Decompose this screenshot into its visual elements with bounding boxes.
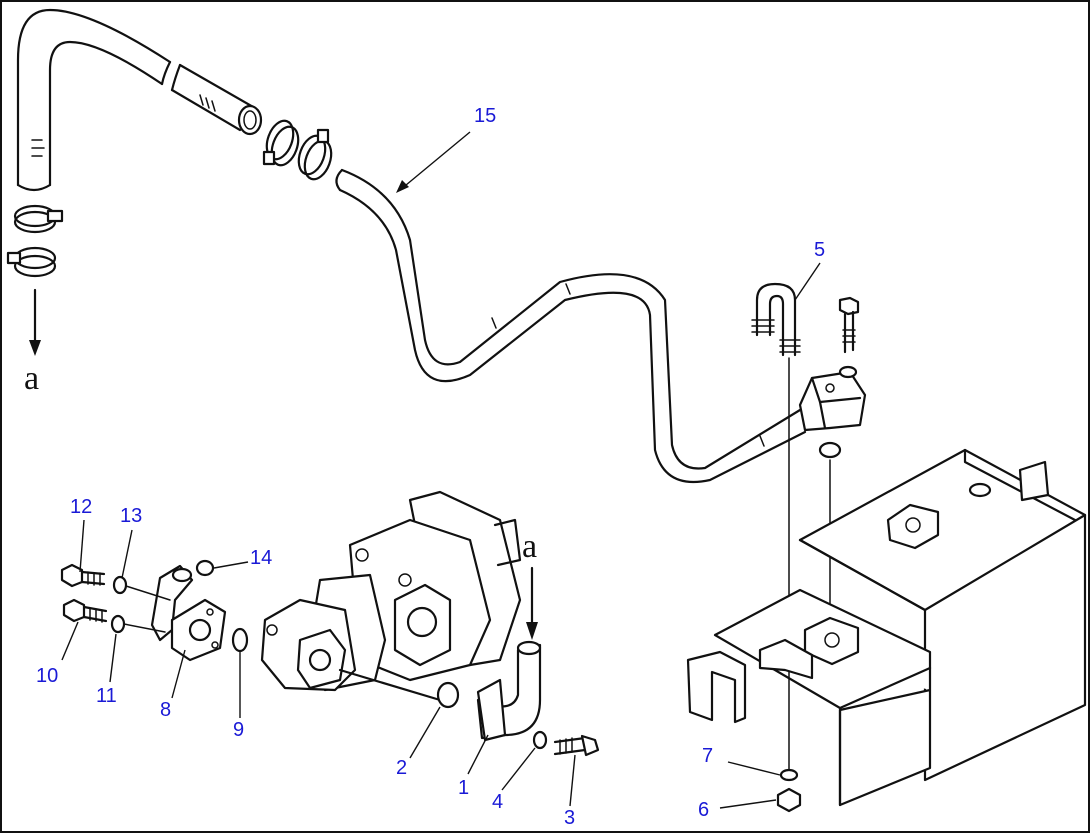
o-ring-14 — [195, 559, 215, 577]
callout-14: 14 — [250, 547, 273, 569]
outlet-flange — [798, 370, 867, 432]
washer-11 — [110, 614, 126, 634]
callout-12: 12 — [70, 496, 93, 518]
flange-o-ring — [818, 441, 842, 459]
hydraulic-pump — [260, 490, 522, 702]
flange-bolt — [838, 296, 860, 379]
washer-7 — [779, 768, 799, 782]
callout-5: 5 — [814, 239, 826, 261]
washer-13 — [112, 575, 128, 595]
leader-lines — [61, 131, 821, 809]
hydraulic-tank — [686, 448, 1087, 807]
o-ring-2 — [436, 681, 460, 709]
callout-13: 13 — [120, 505, 143, 527]
elbow-pipe-1 — [476, 640, 542, 742]
callout-9: 9 — [233, 719, 245, 741]
ref-letter-a-left: a — [24, 360, 40, 397]
callout-4: 4 — [492, 791, 504, 813]
suction-elbow-8 — [150, 564, 227, 662]
callout-10: 10 — [36, 665, 59, 687]
u-bolt — [751, 282, 801, 771]
callout-2: 2 — [396, 757, 408, 779]
callout-1: 1 — [458, 777, 470, 799]
suction-hose-upper — [16, 8, 263, 192]
nut-6 — [776, 787, 802, 813]
callout-11: 11 — [96, 685, 117, 707]
hose-15 — [335, 168, 807, 484]
bolt-3 — [553, 734, 600, 757]
washer-4 — [532, 730, 548, 750]
callout-6: 6 — [698, 799, 710, 821]
bolt-guide-lines — [123, 585, 171, 633]
callout-7: 7 — [702, 745, 714, 767]
hose-clamps-center — [262, 119, 333, 181]
o-ring-9 — [231, 627, 249, 653]
ref-letter-a-right: a — [522, 528, 538, 565]
ref-arrowhead-right — [526, 622, 538, 640]
hose-clamps-left — [6, 204, 64, 356]
bolt-12 — [60, 563, 106, 588]
callout-8: 8 — [160, 699, 172, 721]
callout-15: 15 — [474, 105, 497, 127]
callout-3: 3 — [564, 807, 576, 829]
bolt-10 — [62, 598, 108, 623]
